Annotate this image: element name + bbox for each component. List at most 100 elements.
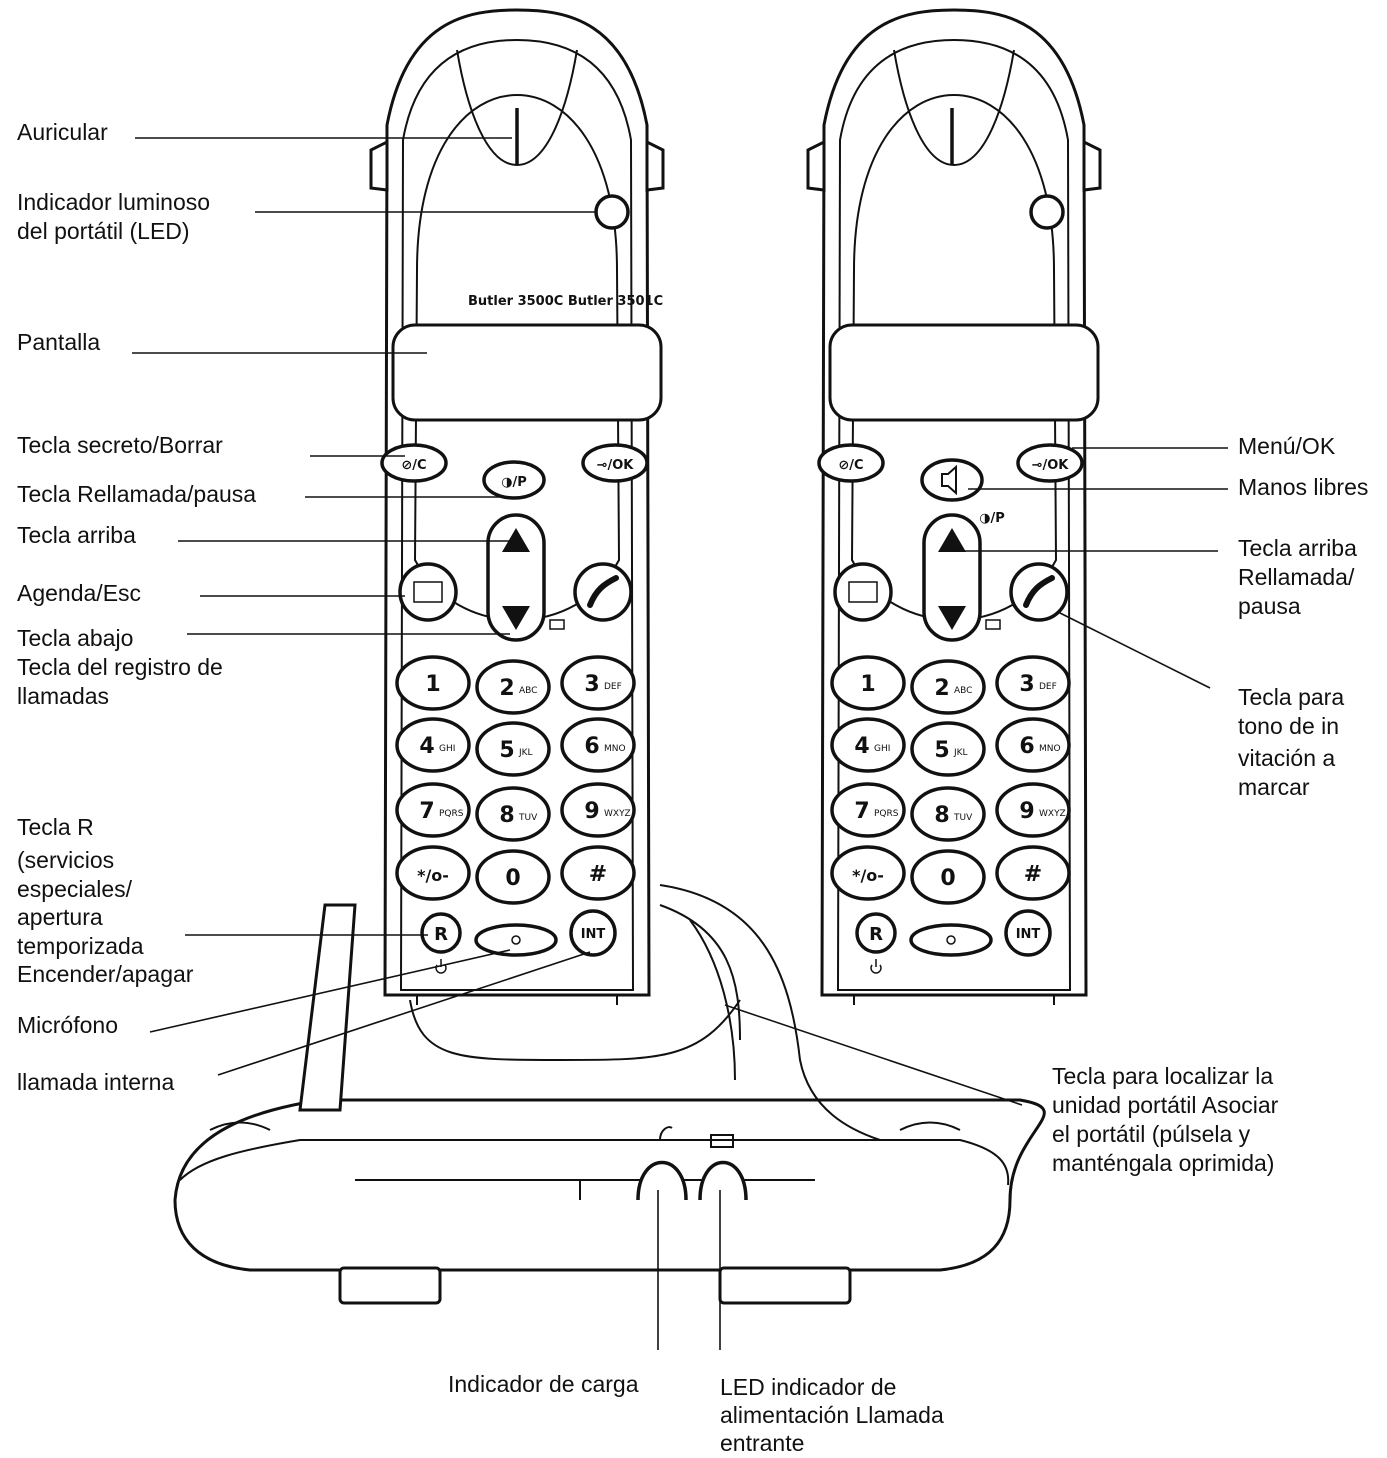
label-localizar-2: unidad portátil Asociar xyxy=(1052,1092,1279,1118)
redial-pause-key[interactable] xyxy=(482,460,546,500)
key-hash-left-label: # xyxy=(589,862,607,887)
mute-clear-key[interactable] xyxy=(380,443,448,483)
led-icon xyxy=(594,194,630,230)
model-text: Butler 3500C Butler 3501C xyxy=(468,294,663,309)
key-3-left[interactable] xyxy=(560,655,636,711)
label-localizar-4: manténgala oprimida) xyxy=(1052,1150,1275,1176)
key-8-left-letters: TUV xyxy=(518,813,538,823)
key-6-left-label: 6 xyxy=(584,734,599,759)
key-2-left-label: 2 xyxy=(499,676,514,701)
label-tono-1: Tecla para xyxy=(1238,684,1345,710)
handset-right-keys: ⊘/C ⊸/OK ◑/P xyxy=(817,108,1084,642)
redial-key-label: ◑/P xyxy=(979,511,1005,526)
key-0-left[interactable] xyxy=(475,849,551,905)
label-abajo-2: Tecla del registro de xyxy=(17,654,223,680)
label-alim-3: entrante xyxy=(720,1430,805,1456)
down-arrow-icon[interactable] xyxy=(938,606,966,630)
menu-ok-key[interactable] xyxy=(581,443,649,483)
key-star-left-label: */o- xyxy=(417,866,449,885)
key-hash-right[interactable] xyxy=(995,845,1071,901)
up-arrow-icon[interactable] xyxy=(938,528,966,552)
leader-lines xyxy=(132,137,1228,1350)
label-arriba: Tecla arriba xyxy=(17,522,136,548)
key-9-left[interactable] xyxy=(560,782,636,838)
up-arrow-icon[interactable] xyxy=(502,528,530,552)
key-9-right-label: 9 xyxy=(1019,799,1034,824)
label-arriba2-1: Tecla arriba xyxy=(1238,535,1357,561)
label-localizar-3: el portátil (púlsela y xyxy=(1052,1121,1251,1147)
int-key-label: INT xyxy=(1016,927,1041,942)
key-1-left[interactable] xyxy=(395,655,471,711)
label-menu: Menú/OK xyxy=(1238,433,1336,459)
mute-key-label: ⊘/C xyxy=(401,458,426,473)
key-star-right[interactable] xyxy=(830,845,906,901)
label-r-1: Tecla R xyxy=(17,814,94,840)
key-8-left[interactable] xyxy=(475,786,551,842)
key-9-left-letters: WXYZ xyxy=(604,809,631,819)
key-hash-left[interactable] xyxy=(560,845,636,901)
phonebook-icon xyxy=(848,581,878,603)
key-5-right-letters: JKL xyxy=(953,748,968,758)
key-4-left[interactable] xyxy=(395,717,471,773)
key-2-left[interactable] xyxy=(475,659,551,715)
r-key-right[interactable] xyxy=(855,912,897,954)
phonebook-key[interactable] xyxy=(833,562,893,622)
label-pantalla: Pantalla xyxy=(17,329,101,355)
key-5-left-letters: JKL xyxy=(518,748,533,758)
phonebook-icon xyxy=(413,581,443,603)
key-8-right[interactable] xyxy=(910,786,986,842)
key-7-left-label: 7 xyxy=(419,799,434,824)
key-4-right-label: 4 xyxy=(854,734,869,759)
key-3-left-letters: DEF xyxy=(604,682,622,692)
nav-rocker[interactable] xyxy=(486,513,546,642)
label-rellamada: Tecla Rellamada/pausa xyxy=(17,481,257,507)
label-tono-4: marcar xyxy=(1238,774,1310,800)
key-7-right[interactable] xyxy=(830,782,906,838)
key-6-right-letters: MNO xyxy=(1039,744,1061,754)
label-secreto: Tecla secreto/Borrar xyxy=(17,432,223,458)
key-6-right[interactable] xyxy=(995,717,1071,773)
redial-key-label: ◑/P xyxy=(501,475,527,490)
key-star-left[interactable] xyxy=(395,845,471,901)
key-9-right[interactable] xyxy=(995,782,1071,838)
key-3-right-label: 3 xyxy=(1019,672,1034,697)
key-3-right[interactable] xyxy=(995,655,1071,711)
down-arrow-icon[interactable] xyxy=(502,606,530,630)
menu-ok-key[interactable] xyxy=(1016,443,1084,483)
talk-key[interactable] xyxy=(573,562,633,622)
label-tono-2: tono de in xyxy=(1238,713,1340,739)
key-7-left-letters: PQRS xyxy=(439,809,464,819)
label-arriba2-2: Rellamada/ xyxy=(1238,564,1355,590)
key-1-right[interactable] xyxy=(830,655,906,711)
key-5-right[interactable] xyxy=(910,721,986,777)
key-5-left-label: 5 xyxy=(499,738,514,763)
microphone xyxy=(474,923,558,957)
speaker-icon xyxy=(941,464,957,496)
int-key-right[interactable] xyxy=(1004,909,1052,957)
key-2-right[interactable] xyxy=(910,659,986,715)
r-key-label: R xyxy=(869,924,883,945)
handsfree-key[interactable] xyxy=(920,458,984,502)
key-5-left[interactable] xyxy=(475,721,551,777)
label-manos: Manos libres xyxy=(1238,474,1369,500)
power-icon xyxy=(870,959,882,974)
key-8-right-letters: TUV xyxy=(953,813,973,823)
key-7-right-label: 7 xyxy=(854,799,869,824)
key-6-left-letters: MNO xyxy=(604,744,626,754)
key-7-left[interactable] xyxy=(395,782,471,838)
r-key-left[interactable] xyxy=(420,912,462,954)
phonebook-key[interactable] xyxy=(398,562,458,622)
battery-icon xyxy=(710,1134,734,1148)
int-key-left[interactable] xyxy=(569,909,617,957)
key-6-left[interactable] xyxy=(560,717,636,773)
label-agenda: Agenda/Esc xyxy=(17,580,142,606)
key-4-right[interactable] xyxy=(830,717,906,773)
key-8-right-label: 8 xyxy=(934,803,949,828)
envelope-icon xyxy=(549,619,565,630)
mute-clear-key[interactable] xyxy=(817,443,885,483)
key-0-right[interactable] xyxy=(910,849,986,905)
menu-key-label: ⊸/OK xyxy=(597,458,635,473)
label-led-1: Indicador luminoso xyxy=(17,189,211,215)
nav-rocker[interactable] xyxy=(922,513,982,642)
